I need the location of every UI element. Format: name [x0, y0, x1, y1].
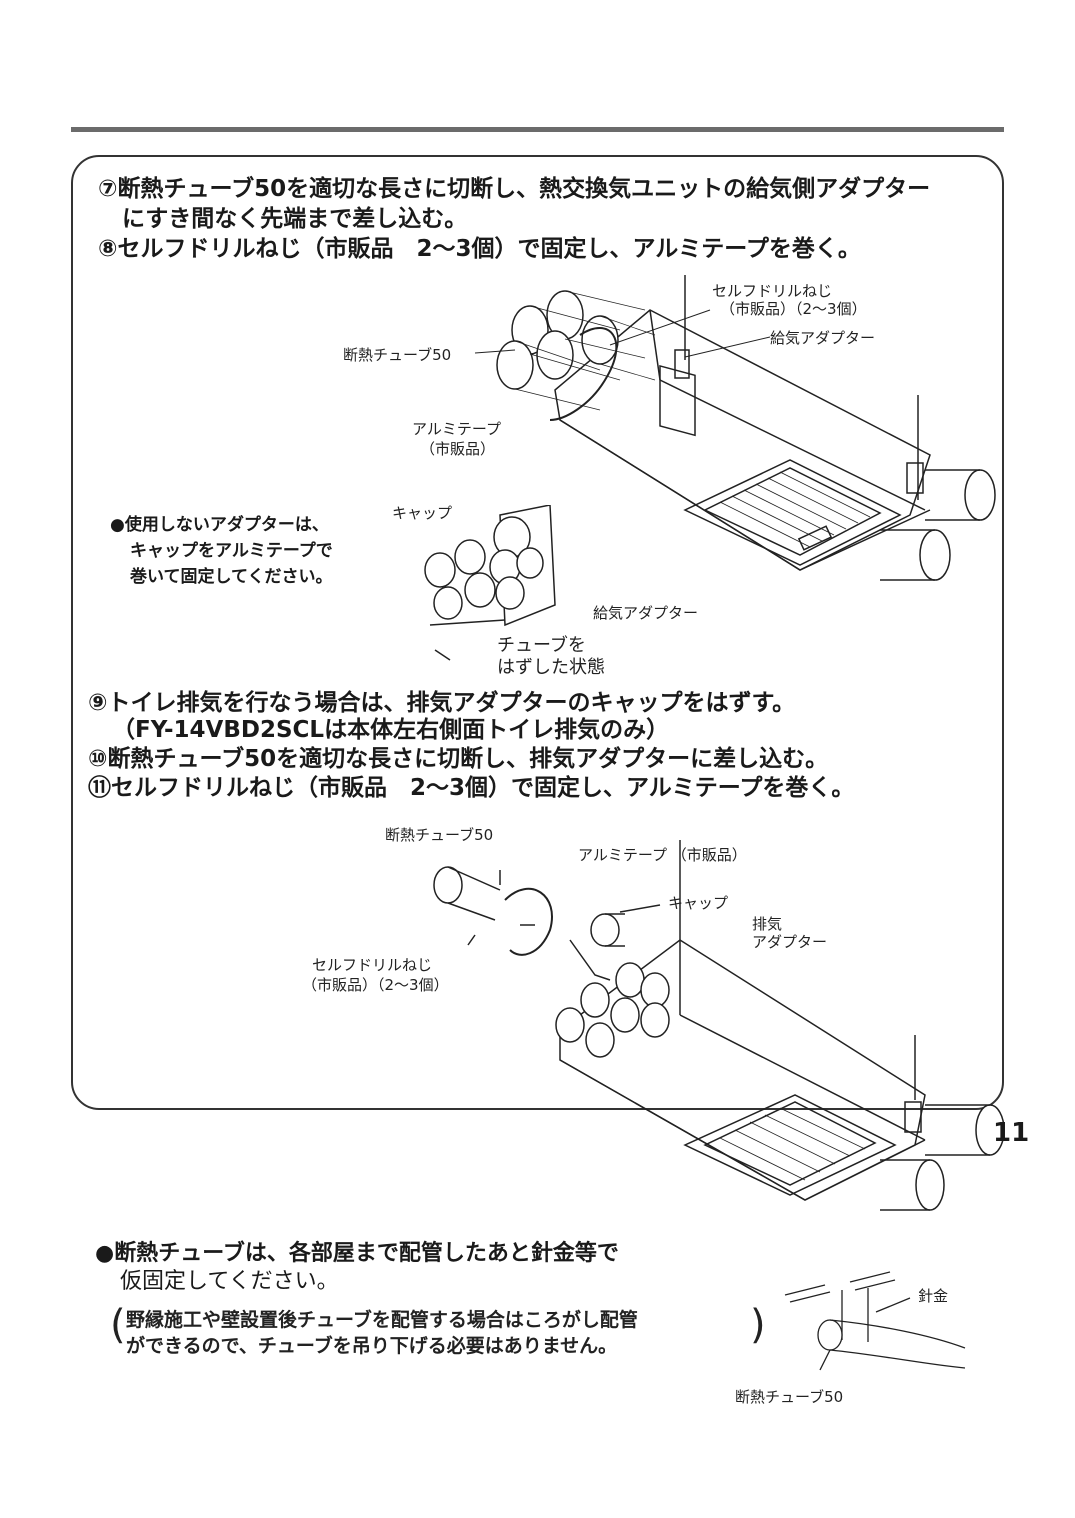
fig3-screw-label-1: セルフドリルねじ — [312, 956, 433, 974]
page-number: 11 — [993, 1118, 1030, 1148]
step-8: ⑧セルフドリルねじ（市販品 2〜3個）で固定し、アルミテープを巻く。 — [98, 236, 861, 262]
fig1-screw-label-1: セルフドリルねじ — [712, 282, 833, 300]
unused-note-line3: 巻いて固定してください。 — [130, 567, 333, 587]
fig1-tape-label-1: アルミテープ — [412, 420, 501, 438]
unused-note-line1: ●使用しないアダプターは、 — [110, 515, 329, 535]
fig1-supply-adapter-label: 給気アダプター — [770, 329, 876, 347]
fig2-cap-label: キャップ — [392, 504, 453, 522]
fig1-leader-lines — [474, 309, 771, 358]
fig2-removed-label-2: はずした状態 — [497, 657, 605, 678]
fig1-tube-label: 断熱チューブ50 — [343, 346, 452, 364]
fig3-screw-label-2: （市販品）（2〜3個） — [302, 976, 449, 994]
bottom-note-paren-2: ができるので、チューブを吊り下げる必要はありません。 — [126, 1335, 618, 1357]
fig4-tube-label: 断熱チューブ50 — [735, 1388, 844, 1406]
header-rule — [71, 127, 1004, 132]
step-11: ⑪セルフドリルねじ（市販品 2〜3個）で固定し、アルミテープを巻く。 — [88, 775, 855, 801]
step-7-line2: にすき間なく先端まで差し込む。 — [122, 206, 468, 232]
step-7-line1: ⑦断熱チューブ50を適切な長さに切断し、熱交換気ユニットの給気側アダプター — [98, 176, 931, 202]
fig2-removed-label-1: チューブを — [497, 635, 586, 656]
step-9-line2: （FY-14VBD2SCLは本体左右側面トイレ排気のみ） — [112, 717, 670, 743]
bottom-note-paren-1: 野縁施工や壁設置後チューブを配管する場合はころがし配管 — [126, 1309, 638, 1331]
step-10: ⑩断熱チューブ50を適切な長さに切断し、排気アダプターに差し込む。 — [88, 746, 829, 772]
unused-note-line2: キャップをアルミテープで — [130, 541, 333, 561]
fig4-wire-label: 針金 — [918, 1287, 949, 1305]
fig2-supply-adapter-label: 給気アダプター — [593, 604, 699, 622]
bottom-note-line1: ●断熱チューブは、各部屋まで配管したあと針金等で — [95, 1241, 619, 1266]
fig1-screw-label-2: （市販品）（2〜3個） — [720, 300, 867, 318]
fig3-cap-label: キャップ — [668, 894, 729, 912]
adapter-cap-diagram — [424, 505, 556, 661]
unit-diagram-exhaust — [433, 840, 1005, 1211]
fig3-exhaust-label-2: アダプター — [752, 933, 828, 951]
paren-close: ) — [750, 1302, 766, 1348]
fig3-tape-label: アルミテープ （市販品） — [578, 846, 747, 864]
content-frame — [71, 155, 1004, 1110]
fig3-exhaust-label-1: 排気 — [752, 915, 783, 933]
unit-diagram-supply — [496, 275, 996, 581]
fig1-tape-label-2: （市販品） — [420, 440, 496, 458]
step-9-line1: ⑨トイレ排気を行なう場合は、排気アダプターのキャップをはずす。 — [88, 690, 796, 716]
bottom-note-line2: 仮固定してください。 — [120, 1269, 339, 1294]
paren-open: ( — [110, 1302, 126, 1348]
wire-tube-diagram — [784, 1271, 966, 1371]
fig3-tube-label: 断熱チューブ50 — [385, 826, 494, 844]
